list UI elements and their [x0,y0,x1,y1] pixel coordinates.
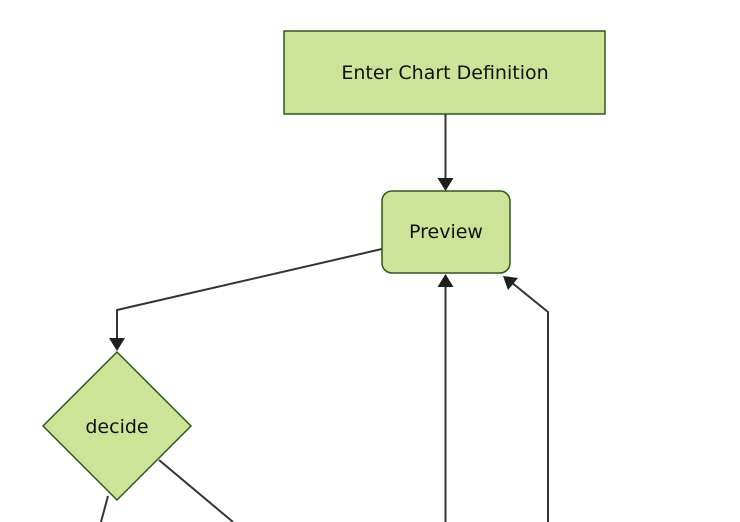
node-preview [381,190,511,274]
arrowhead-into-decide-top [109,338,125,351]
arrowhead-into-preview-top [437,178,454,191]
node-enter-chart-definition-label: Enter Chart Definition [341,62,548,84]
edge-decide-offcanvas-left [100,495,109,522]
node-decide-label: decide [85,416,148,438]
edge-preview-to-decide [116,248,383,339]
edge-decide-offcanvas-right [158,459,234,522]
arrowhead-into-preview-corner [503,276,518,290]
edge-offcanvas-to-preview-corner [510,281,549,522]
node-preview-label: Preview [409,221,483,243]
arrowhead-into-preview-bottom [437,274,454,287]
node-enter-chart-definition [283,30,606,115]
node-decide [41,350,193,502]
